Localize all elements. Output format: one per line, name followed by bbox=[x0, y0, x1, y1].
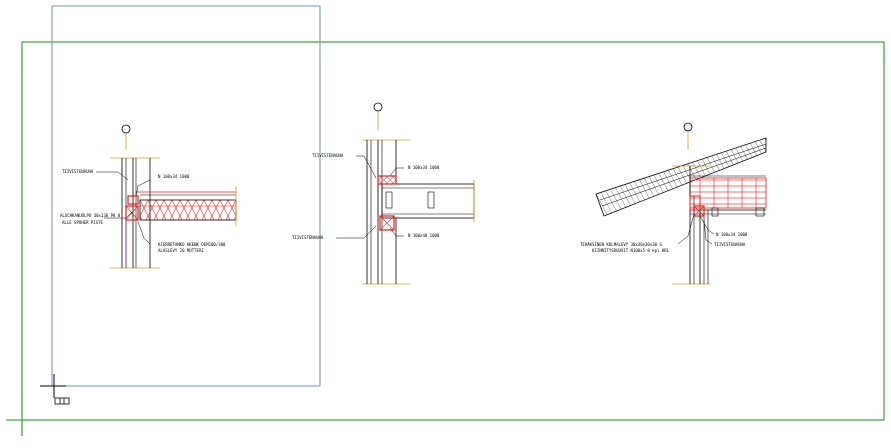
roof-section bbox=[595, 137, 767, 217]
label-left-bottom-1: KIERRETANKO KKENK DEM100/300 bbox=[158, 242, 226, 247]
grid-bubble-center bbox=[373, 102, 383, 112]
label-right-beam: N 100x34 1000 bbox=[716, 232, 748, 237]
label-left-mid-1: ALUCHKANUOLPU 30x130 PK 0 bbox=[60, 213, 121, 218]
drawing-frame bbox=[21, 41, 885, 421]
grid-bubble-left bbox=[121, 124, 131, 134]
label-center-beam-top: N 100x34 1000 bbox=[408, 165, 440, 170]
detail-left[interactable]: TIIVISTENAUHA N 100x34 1000 ALUCHKANUOLP… bbox=[60, 124, 237, 269]
label-center-tape-top: TIIVISTENAUHA bbox=[312, 153, 344, 158]
viewport-rectangle[interactable] bbox=[51, 5, 321, 387]
label-right-steel-1: TERÄKSINEN KULMALEVY 30x30x30x30 S bbox=[580, 242, 662, 247]
detail-right[interactable]: N 100x34 1000 TIIVISTENAUHA TERÄKSINEN K… bbox=[580, 122, 767, 285]
grid-bubble-right bbox=[683, 122, 693, 132]
ceiling-insulation-right bbox=[689, 177, 767, 209]
label-left-bottom-2: ALUSLEVY 20 MUTTERI bbox=[158, 248, 204, 253]
label-left-beam: N 100x34 1000 bbox=[158, 174, 190, 179]
detail-center[interactable]: TIIVISTENAUHA N 100x34 1000 TIIVISTENAUH… bbox=[292, 102, 475, 285]
label-center-beam-bottom: N 100x40 1000 bbox=[408, 233, 440, 238]
label-left-mid-2: ALLE SPOHER PISTE bbox=[62, 220, 104, 225]
ucs-cursor-icon bbox=[40, 374, 70, 405]
label-right-tape: TIIVISTENAUHA bbox=[714, 242, 746, 247]
label-right-steel-2: KIINNITYSRUUVIT N100x5 8 kpl KRL bbox=[592, 248, 670, 253]
label-center-tape-bottom: TIIVISTENAUHA bbox=[292, 235, 324, 240]
slab-insulation-left bbox=[139, 199, 237, 221]
label-left-tape: TIIVISTENAUHA bbox=[62, 169, 94, 174]
